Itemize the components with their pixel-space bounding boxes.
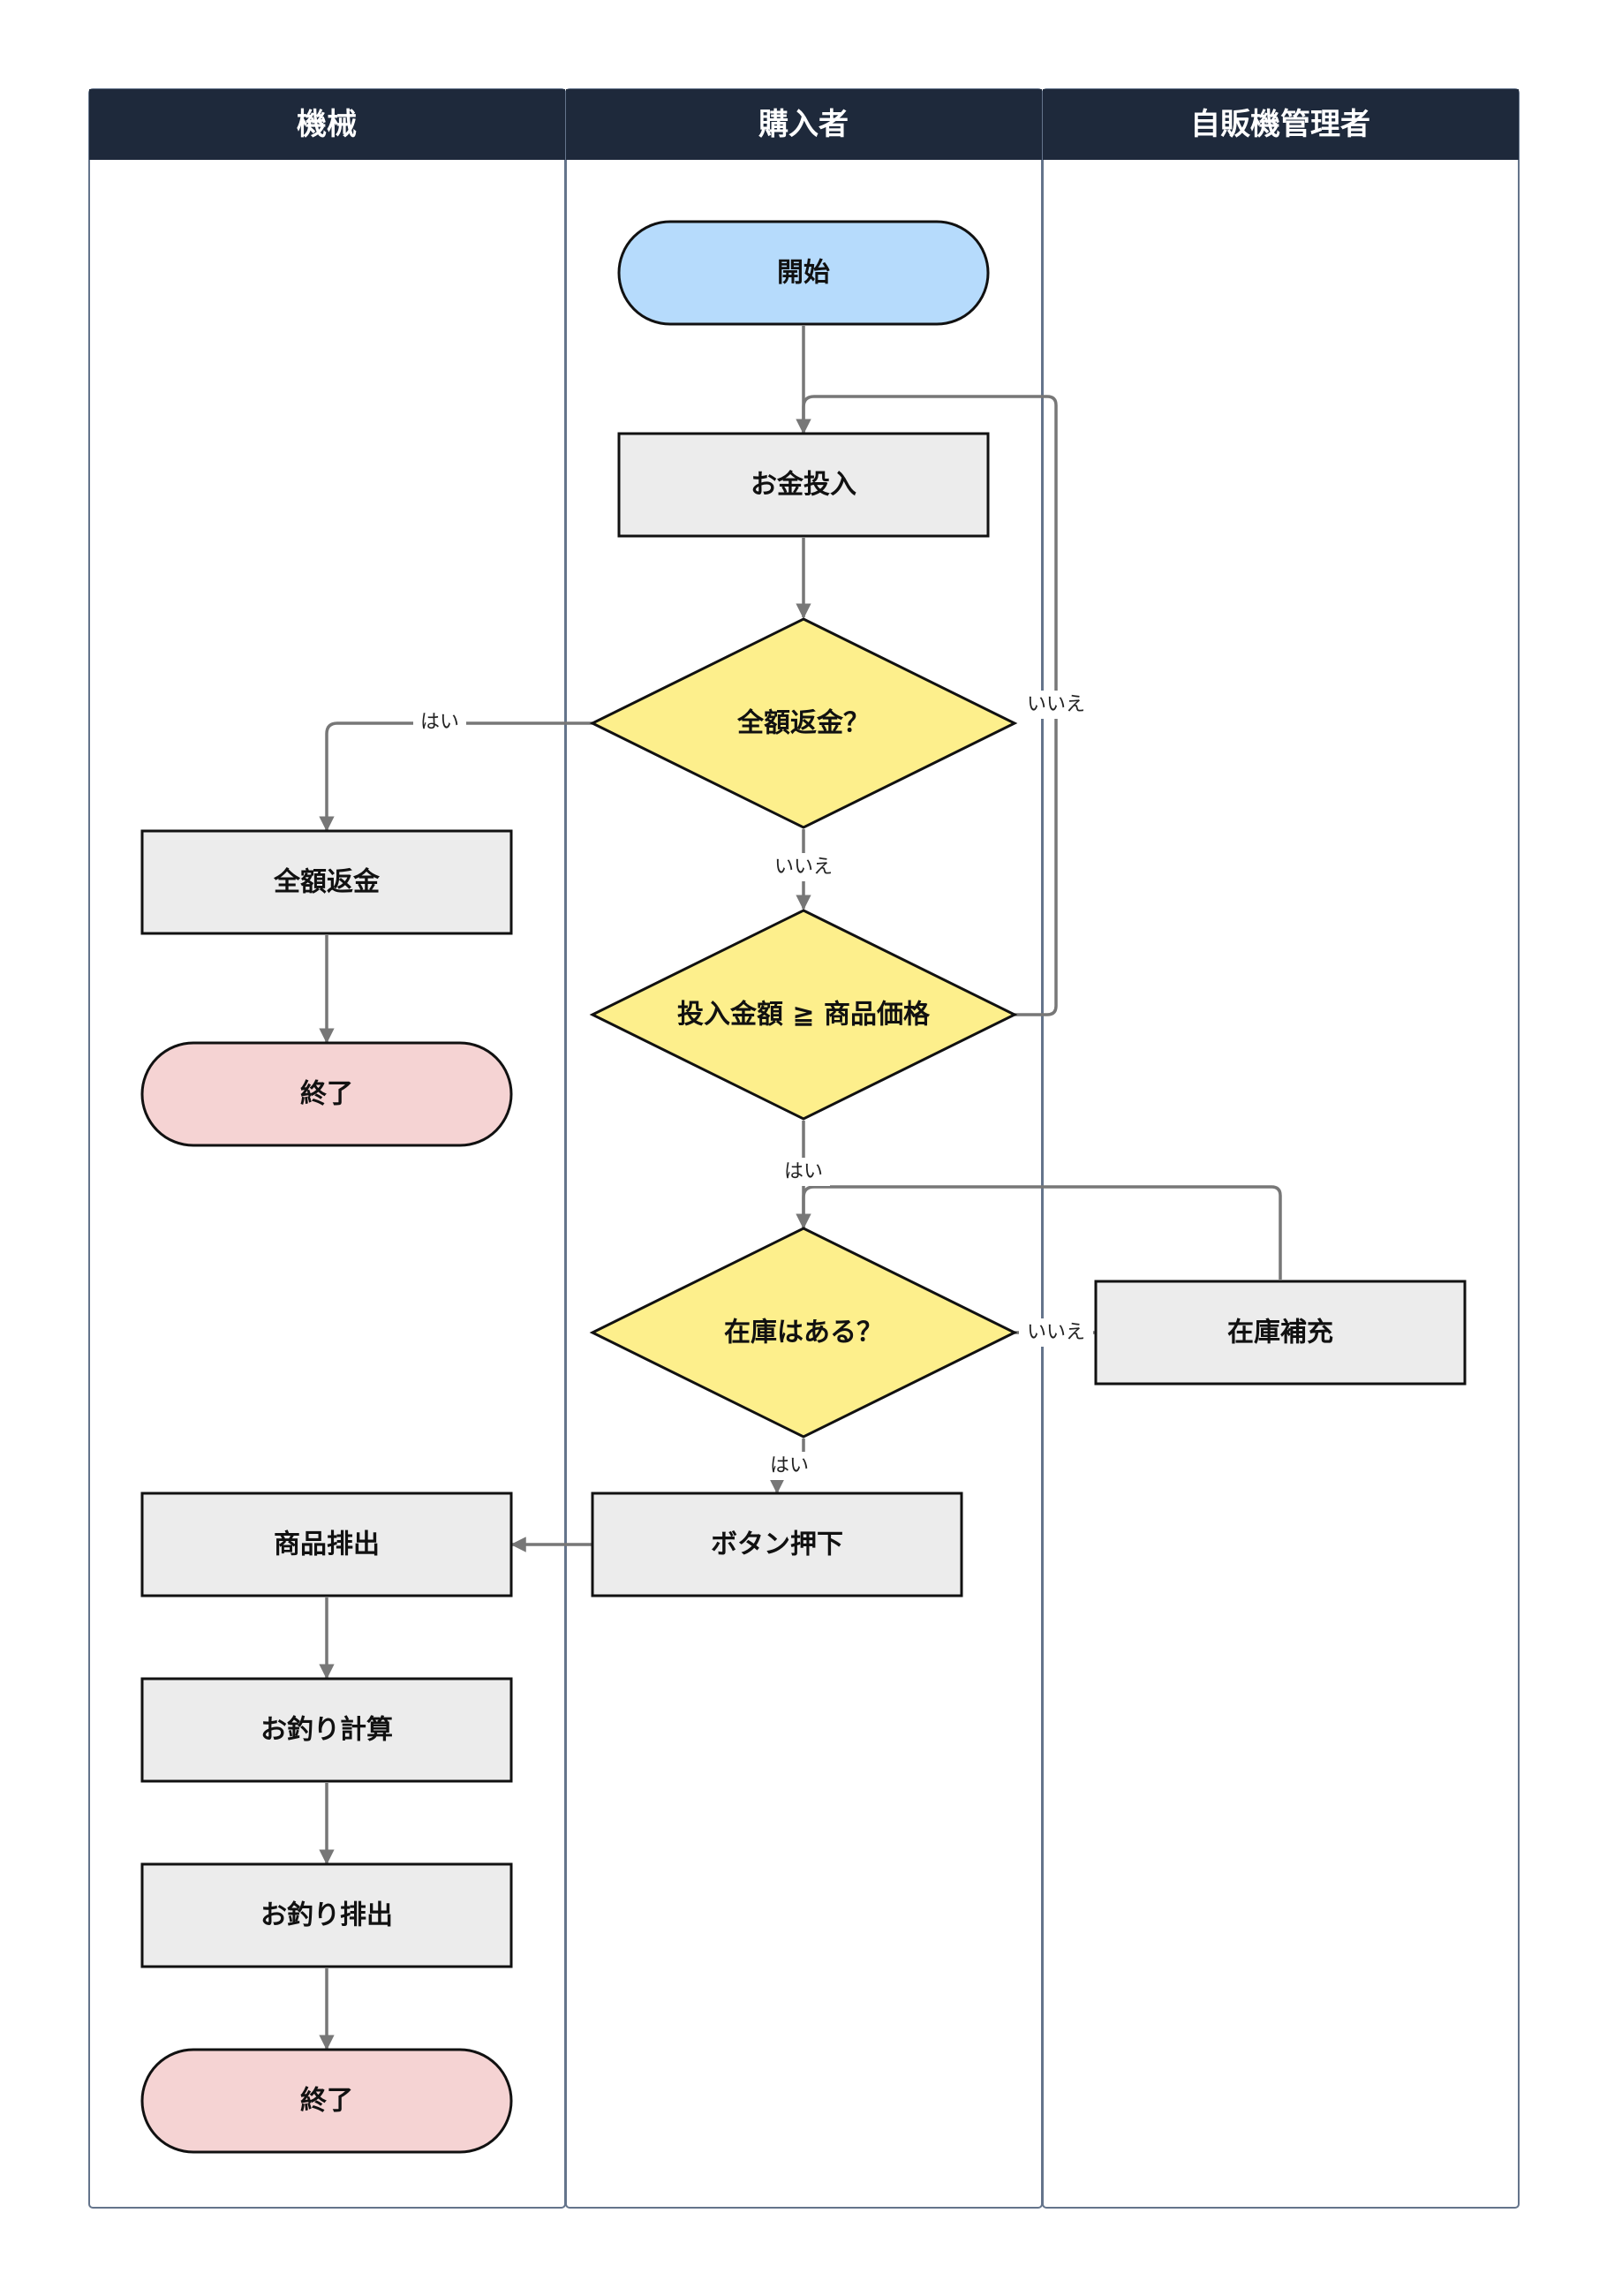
edge-label-refund-no: いいえ	[774, 857, 833, 879]
node-end-1: 終了	[140, 1041, 513, 1147]
swimlane-admin: 自販機管理者	[1042, 88, 1520, 2209]
node-calc-change: お釣り計算	[140, 1677, 513, 1783]
node-refund-all-label: 全額返金	[273, 867, 381, 898]
node-dispense-change: お釣り排出	[140, 1862, 513, 1968]
node-start: 開始	[617, 220, 990, 326]
node-press-button: ボタン押下	[591, 1492, 963, 1597]
edge-amount-to-insert-loop	[796, 395, 1058, 1016]
lane-header-machine	[89, 89, 565, 160]
lane-title-admin: 自販機管理者	[1190, 107, 1370, 142]
edge-refund-question-to-refund	[319, 721, 592, 832]
node-start-label: 開始	[777, 258, 830, 289]
node-calc-change-label: お釣り計算	[260, 1715, 393, 1746]
node-refund-all: 全額返金	[140, 829, 513, 935]
node-dispense-label: 商品排出	[274, 1529, 380, 1560]
node-restock-label: 在庫補充	[1227, 1318, 1333, 1348]
node-restock: 在庫補充	[1094, 1280, 1467, 1386]
node-end-2-label: 終了	[300, 2086, 353, 2117]
node-stock-question-label: 在庫はある？	[724, 1318, 883, 1348]
edge-label-stock-no: いいえ	[1027, 1322, 1085, 1344]
node-press-button-label: ボタン押下	[711, 1529, 843, 1560]
node-insert-money: お金投入	[617, 432, 990, 538]
lane-title-buyer: 購入者	[758, 107, 849, 142]
edge-label-amount-no: いいえ	[1027, 694, 1085, 716]
lane-header-buyer	[566, 89, 1042, 160]
edge-restock-to-stock	[796, 1185, 1282, 1280]
edge-label-refund-yes: はい	[420, 712, 459, 734]
node-refund-question: 全額返金？	[589, 617, 1018, 829]
node-stock-question: 在庫はある？	[589, 1227, 1018, 1439]
node-end-1-label: 終了	[300, 1079, 353, 1110]
lane-title-machine: 機械	[297, 107, 357, 142]
edge-labels: はい いいえ いいえ はい いいえ はい	[413, 691, 1093, 1480]
node-end-2: 終了	[140, 2048, 513, 2154]
node-dispense-change-label: お釣り排出	[260, 1900, 393, 1931]
node-dispense: 商品排出	[140, 1492, 513, 1597]
edge-label-amount-yes: はい	[784, 1161, 823, 1183]
node-refund-question-label: 全額返金？	[736, 708, 870, 739]
edge-label-stock-yes: はい	[770, 1455, 809, 1477]
node-amount-question-label: 投入金額 ≧ 商品価格	[677, 1000, 931, 1031]
node-insert-money-label: お金投入	[751, 470, 856, 501]
node-amount-question: 投入金額 ≧ 商品価格	[589, 909, 1018, 1121]
lane-header-admin	[1043, 89, 1519, 160]
